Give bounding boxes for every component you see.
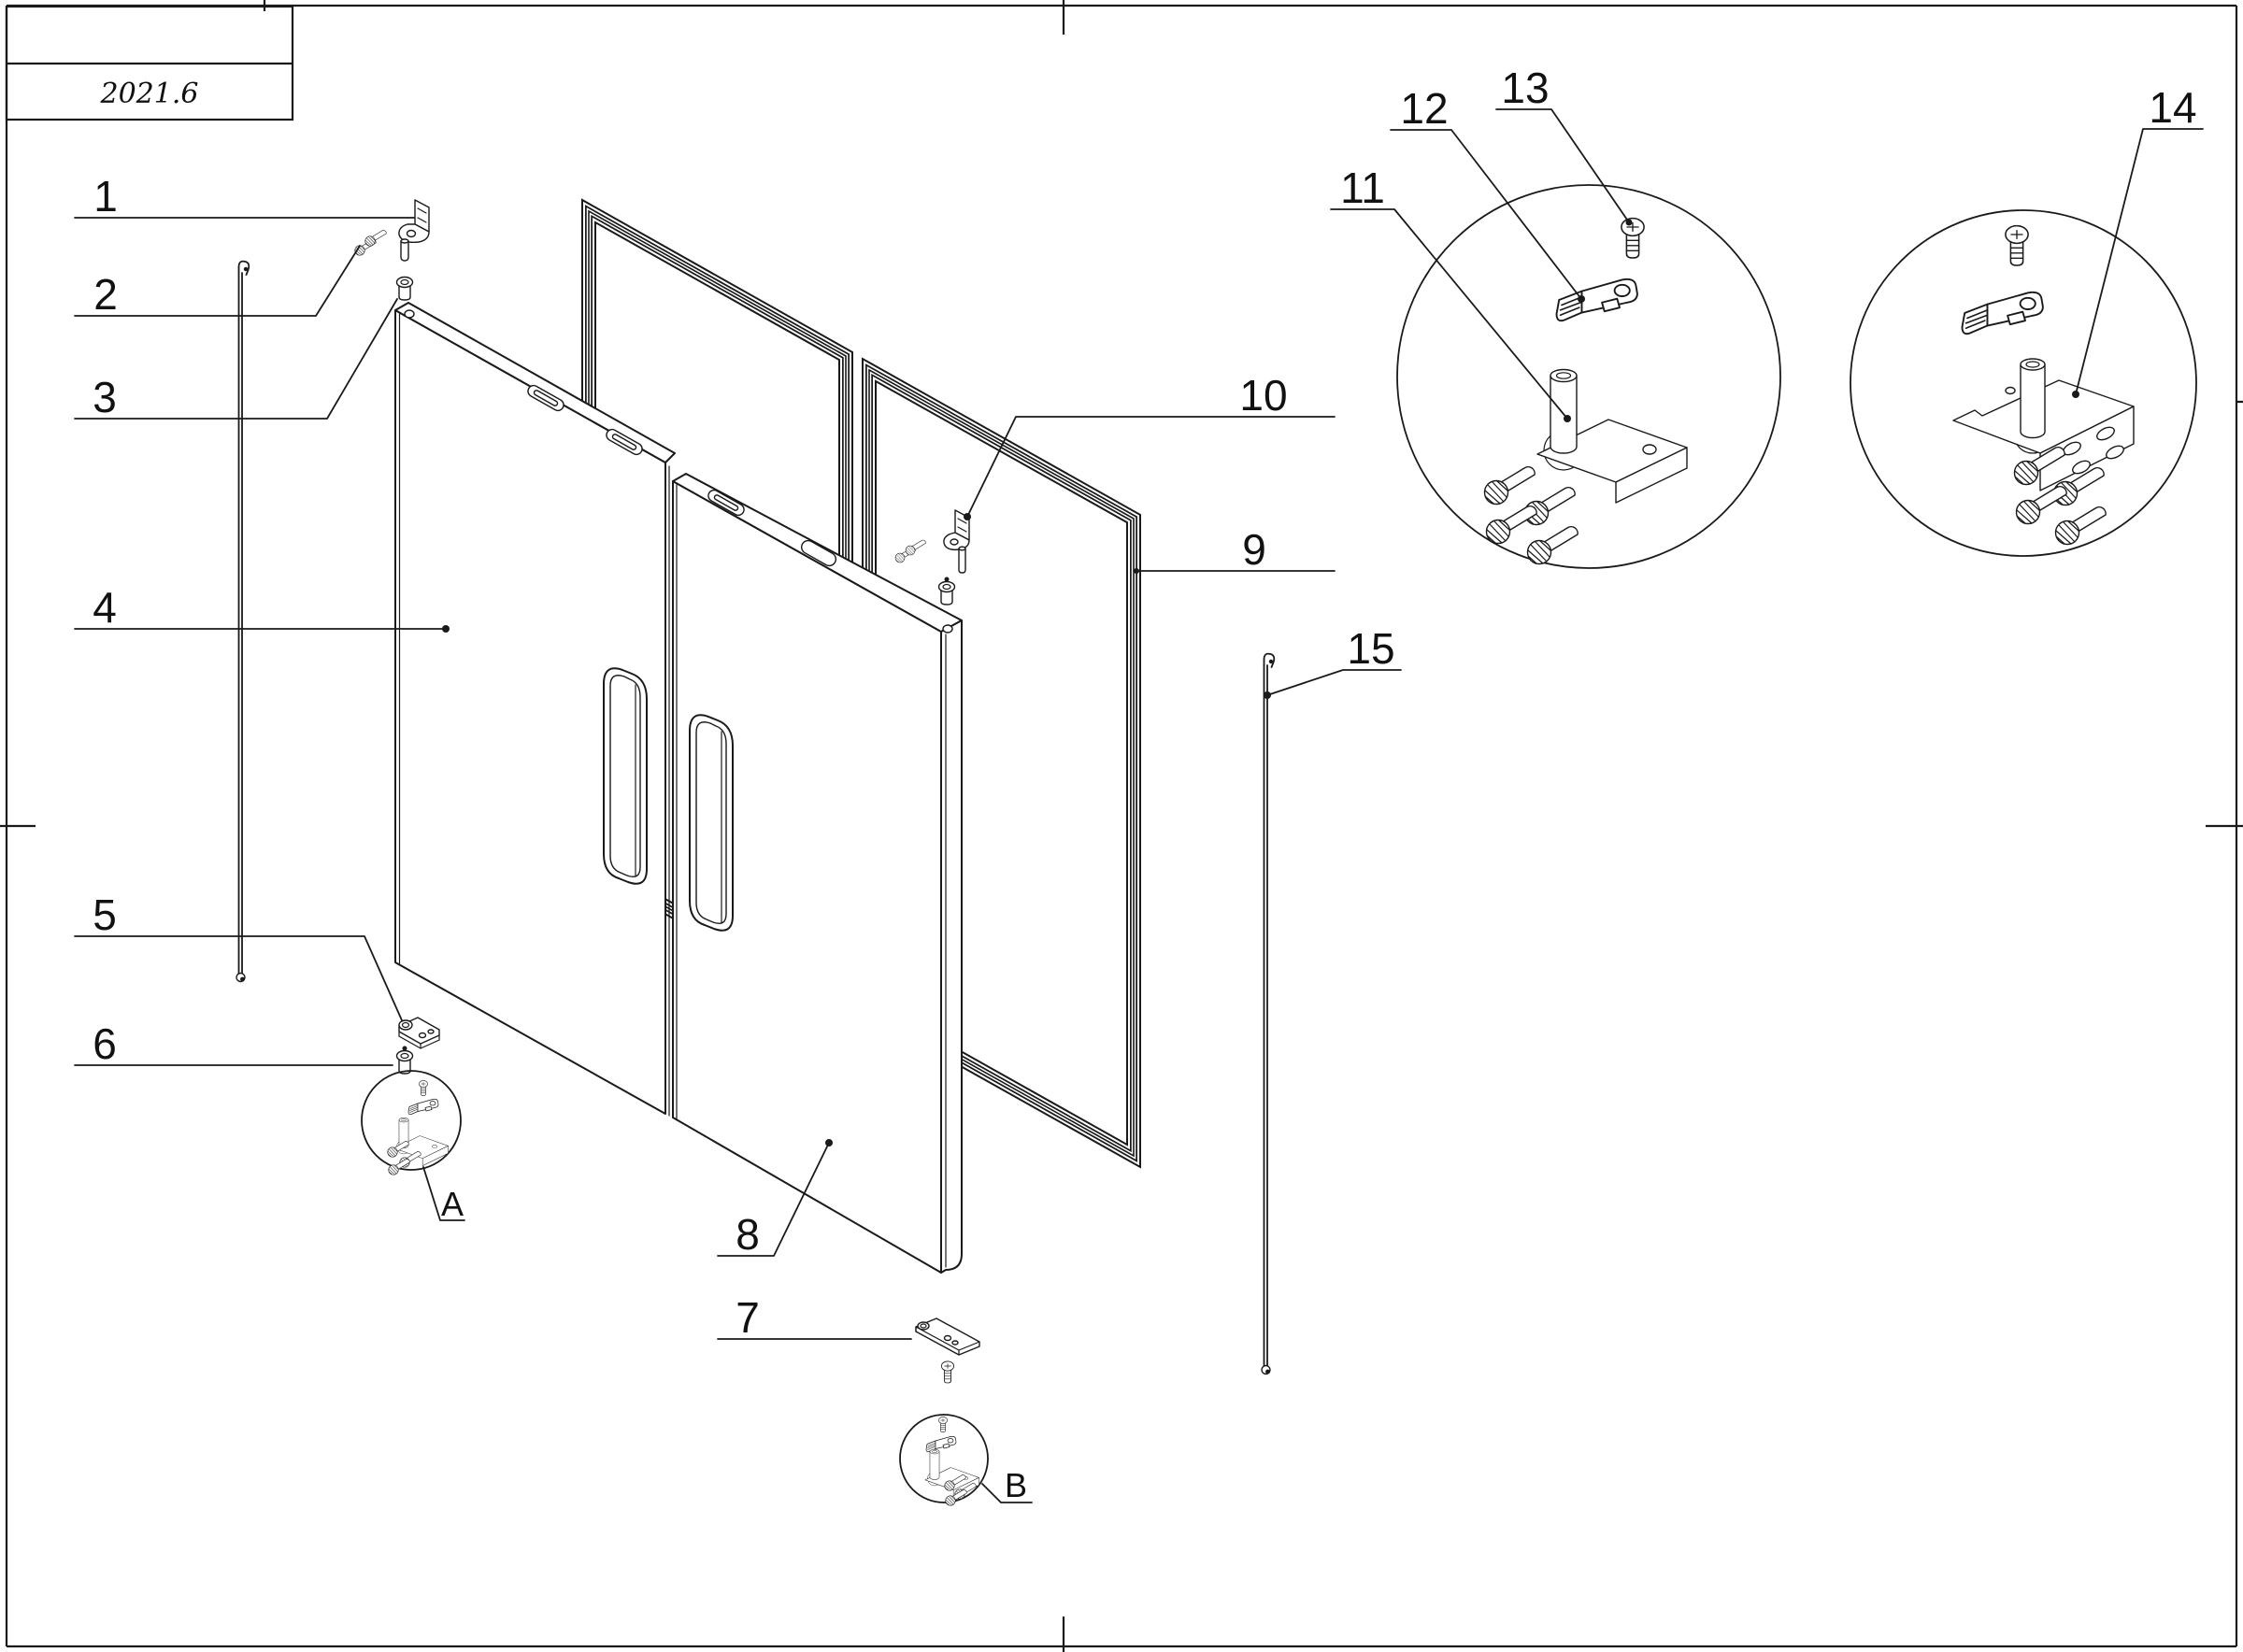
detail-circle-b <box>899 1414 989 1506</box>
revision-date: 2021.6 <box>100 78 199 110</box>
part-bottom-mid-hinge-plate <box>915 1317 980 1384</box>
part-label-2: 2 <box>93 270 118 319</box>
part-label-5: 5 <box>93 890 117 939</box>
part-bottom-left-hinge-plate <box>398 1017 440 1049</box>
part-label-11: 11 <box>1340 164 1385 212</box>
part-label-14: 14 <box>2149 83 2196 132</box>
part-label-8: 8 <box>736 1210 760 1259</box>
part-top-hinge-bracket <box>398 199 430 262</box>
part-bottom-left-bushing <box>395 1046 414 1075</box>
part-label-1: 1 <box>93 172 118 221</box>
detail-circle-corner-hinge <box>1850 209 2197 557</box>
part-12-clip <box>1555 278 1638 322</box>
hinge-pin-hole <box>942 624 953 634</box>
part-label-6: 6 <box>93 1019 117 1068</box>
part-screw-pair-top <box>354 230 387 256</box>
detail-circle-middle-hinge <box>1396 184 1781 569</box>
leader-lines <box>74 108 2204 1503</box>
support-rod-left <box>236 260 250 983</box>
support-rod-15 <box>1261 652 1276 1375</box>
title-block: 2021.6 <box>5 5 294 121</box>
door-panel-left <box>394 302 676 1117</box>
part-13-screw <box>1621 217 1645 259</box>
detail-circle-a <box>361 1070 462 1175</box>
part-label-15: 15 <box>1347 624 1394 673</box>
door-edge-pillar <box>940 620 963 1274</box>
part-top-bushing <box>395 276 414 301</box>
hinge-pin-hole <box>404 309 415 319</box>
part-label-13: 13 <box>1501 64 1549 112</box>
detail-label-b: B <box>1005 1466 1027 1504</box>
door-panel-right <box>672 473 963 1274</box>
part-14-hinge-bracket <box>1952 358 2135 491</box>
part-label-12: 12 <box>1400 84 1448 133</box>
door-handle-left <box>603 667 648 885</box>
part-label-3: 3 <box>93 373 117 421</box>
part-label-10: 10 <box>1239 371 1287 420</box>
detail-label-a: A <box>441 1185 464 1223</box>
part-labels: 1 2 3 4 5 6 7 8 9 10 11 12 13 14 15 A B <box>93 64 2196 1504</box>
part-label-4: 4 <box>93 583 117 632</box>
part-11-hinge-pin <box>1536 368 1688 504</box>
door-handle-right <box>689 714 734 932</box>
part-label-9: 9 <box>1242 525 1266 574</box>
part-label-7: 7 <box>736 1293 760 1342</box>
